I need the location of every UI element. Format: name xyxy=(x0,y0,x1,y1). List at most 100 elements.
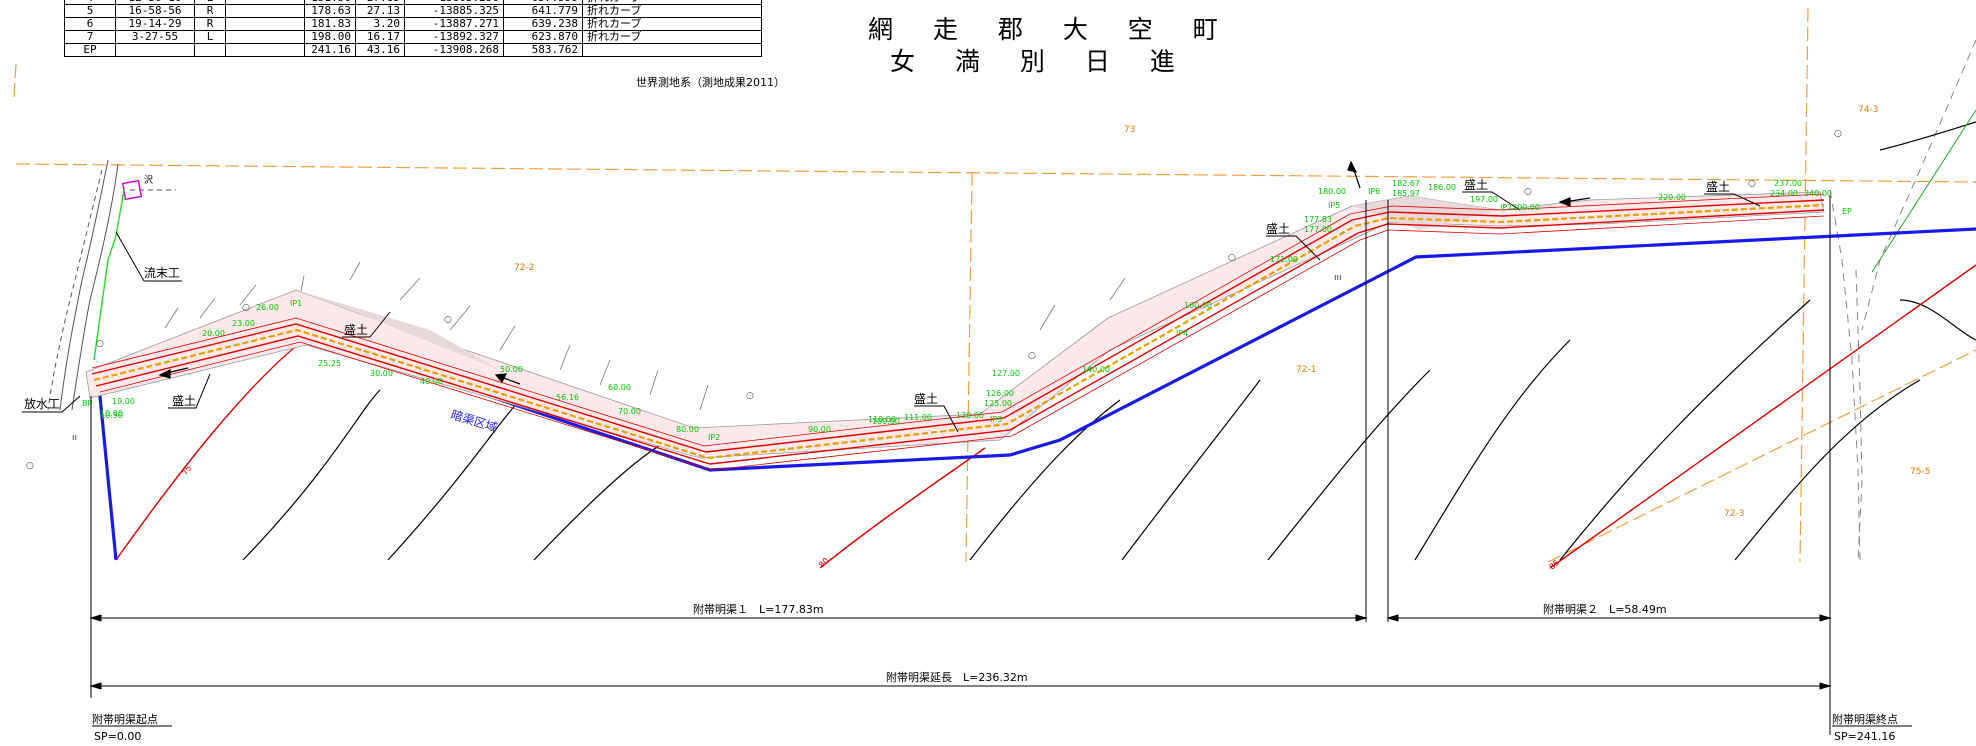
station-label: 200.00 xyxy=(1512,203,1540,212)
station-label: 111.00 xyxy=(904,413,932,422)
ip-label: IP5 xyxy=(1328,201,1340,210)
lot-label: 72-1 xyxy=(1296,365,1316,375)
svg-text:ııı: ııı xyxy=(1334,273,1342,283)
station-label: 197.00 xyxy=(1470,195,1498,204)
index-contours xyxy=(115,264,1976,569)
fill-label: 盛土 xyxy=(1706,179,1730,194)
lot-label: 72-3 xyxy=(1724,509,1744,519)
channel-centerline xyxy=(93,203,1825,460)
end-point-title: 附帯明渠終点 xyxy=(1832,712,1898,726)
ip-label: BP xyxy=(82,399,92,408)
index-contour-85 xyxy=(1549,264,1976,569)
station-label: 23.00 xyxy=(232,319,255,328)
stream-edge xyxy=(47,169,103,411)
station-label: 25.25 xyxy=(318,359,341,368)
drawing-title-location: 網 走 郡 大 空 町 xyxy=(868,15,1234,44)
datum-note: 世界測地系（測地成果2011） xyxy=(636,76,785,89)
contour-line xyxy=(1559,299,1811,561)
svg-text:○: ○ xyxy=(1028,351,1036,361)
stream-label: 沢 xyxy=(144,174,153,186)
station-label: 182.67 xyxy=(1392,179,1420,188)
contour-line xyxy=(1899,299,1976,341)
drain-zone-label: 暗渠区域 xyxy=(449,407,499,435)
road-edge-line xyxy=(1861,39,1976,331)
fill-label: 盛土 xyxy=(344,322,368,337)
svg-text:○: ○ xyxy=(26,461,34,471)
contour-label-85: 85 xyxy=(1548,558,1562,571)
station-label: 40.00 xyxy=(420,377,443,386)
station-label: 19.00 xyxy=(112,397,135,406)
svg-text:○: ○ xyxy=(746,391,754,401)
contour-line xyxy=(242,389,381,561)
curve-table-cell: 641.779 xyxy=(503,4,583,18)
end-work-label: 流末工 xyxy=(144,266,180,280)
svg-text:○: ○ xyxy=(242,303,250,313)
green-contours xyxy=(1871,109,1976,273)
contour-line xyxy=(1414,339,1571,561)
lot-labels: 73 74-3 72-2 72-1 72-3 75-5 xyxy=(514,105,1930,519)
dimension-extensions xyxy=(90,196,1831,735)
lot-boundaries xyxy=(13,7,1976,563)
svg-text:○: ○ xyxy=(1228,253,1236,263)
ip-label: IP3 xyxy=(990,415,1002,424)
start-point-sp: SP=0.00 xyxy=(94,730,141,743)
curve-table-cell: 折れカーブ xyxy=(582,4,762,18)
ip-label: IP1 xyxy=(290,299,302,308)
lot-label: 72-2 xyxy=(514,263,534,273)
station-label: 56.16 xyxy=(556,393,579,402)
curve-table-cell: 16-58-56 xyxy=(115,4,195,18)
green-contour-line xyxy=(1871,109,1976,273)
contour-line xyxy=(1734,379,1921,561)
road-edge-line xyxy=(1829,189,1861,561)
station-label: 50.00 xyxy=(500,365,523,374)
ip-label: EP xyxy=(1842,207,1852,216)
channel-edge-lower xyxy=(95,209,1825,465)
station-label: 140.00 xyxy=(1082,365,1110,374)
contour-lines xyxy=(242,121,1976,561)
curve-table-cell: 27.13 xyxy=(355,4,405,18)
embankment-area xyxy=(85,191,1825,459)
lot-boundary-line xyxy=(15,163,1976,183)
flow-arrows xyxy=(158,160,1591,385)
ip-labels: IP1 IP2 IP3 IP4 IP5 IP6 IP7 EP BP xyxy=(82,187,1852,442)
fill-label: 盛土 xyxy=(172,393,196,408)
station-label: 180.00 xyxy=(1318,187,1346,196)
station-label: 177.00 xyxy=(1304,225,1332,234)
station-label: 70.00 xyxy=(618,407,641,416)
curve-table-cell: 178.63 xyxy=(304,4,356,18)
channel-alignment xyxy=(91,193,1825,471)
station-label: 240.00 xyxy=(1804,189,1832,198)
curve-table-cell: 折れカーブ xyxy=(582,30,762,44)
station-label: 100.00 xyxy=(872,417,900,426)
fill-label: 盛土 xyxy=(1464,177,1488,192)
station-label: 30.00 xyxy=(370,369,393,378)
channel-bottom-edge xyxy=(99,215,1825,471)
station-label: 80.00 xyxy=(676,425,699,434)
lot-boundary-line xyxy=(1799,7,1809,563)
curve-table-cell: 241.16 xyxy=(304,43,356,57)
dimension-lines xyxy=(89,614,1832,690)
curve-table-cell: EP xyxy=(64,43,116,57)
svg-text:○: ○ xyxy=(1524,187,1532,197)
contour-label-80: 80 xyxy=(817,556,831,570)
curve-table-cell: 583.762 xyxy=(503,43,583,57)
contour-line xyxy=(969,399,1121,561)
svg-text:○: ○ xyxy=(444,315,452,325)
contour-line xyxy=(533,429,691,561)
ip-label: IP2 xyxy=(708,433,720,442)
section2-length: 附帯明渠２ L=58.49m xyxy=(1543,602,1667,616)
station-label: 186.00 xyxy=(1428,183,1456,192)
curve-table-cell xyxy=(582,43,762,57)
curve-table-cell: 3-27-55 xyxy=(115,30,195,44)
fill-leaders xyxy=(168,191,1761,433)
station-label: 220.00 xyxy=(1658,193,1686,202)
station-label: 20.00 xyxy=(202,329,225,338)
station-label: 90.00 xyxy=(808,425,831,434)
curve-table-cell: 43.16 xyxy=(355,43,405,57)
svg-text:○: ○ xyxy=(96,339,104,349)
contour-line xyxy=(1121,379,1261,561)
fill-label: 盛土 xyxy=(1266,221,1290,236)
curve-table-cell: 198.00 xyxy=(304,30,356,44)
